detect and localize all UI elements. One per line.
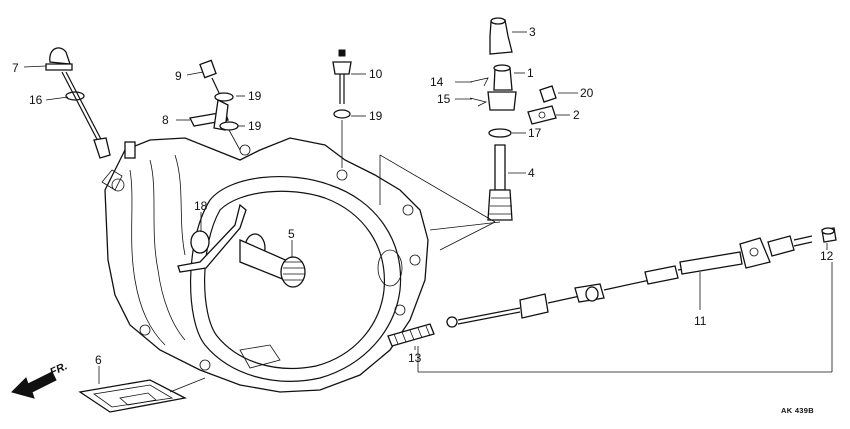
leader-lines	[23, 31, 828, 384]
cover-plate-6	[78, 377, 206, 413]
shift-cable-assembly	[387, 227, 837, 373]
callout-20: 20	[580, 86, 594, 100]
callout-4: 4	[528, 166, 535, 180]
callout-3: 3	[529, 25, 536, 39]
callout-5: 5	[288, 227, 295, 241]
callout-19b: 19	[248, 119, 262, 133]
callout-12: 12	[820, 249, 834, 263]
callout-19a: 19	[248, 89, 262, 103]
reference-lines	[379, 154, 496, 251]
callout-18: 18	[194, 199, 208, 213]
callout-8: 8	[162, 113, 169, 127]
callout-17: 17	[528, 126, 542, 140]
callout-11: 11	[694, 314, 707, 328]
callout-9: 9	[175, 69, 182, 83]
callout-labels: 7 16 9 19 8 19 18 5 6 10 19 3 1 14 15 20…	[12, 25, 834, 367]
seal-ring-18	[190, 230, 210, 254]
speed-sensor-10	[332, 49, 352, 168]
breather-pipe-assembly	[189, 59, 241, 151]
shift-lever	[177, 203, 247, 273]
callout-15: 15	[437, 92, 451, 106]
callout-14: 14	[430, 75, 444, 89]
diagram-code: AK 439B	[781, 406, 814, 415]
front-direction-label: FR.	[48, 360, 69, 378]
callout-1: 1	[527, 66, 534, 80]
front-direction-arrow: FR.	[11, 360, 69, 399]
callout-7: 7	[12, 61, 19, 75]
callout-19c: 19	[369, 109, 383, 123]
dipstick	[45, 47, 111, 159]
callout-6: 6	[95, 353, 102, 367]
callout-10: 10	[369, 67, 383, 81]
speedometer-gear-assembly	[429, 17, 557, 231]
callout-2: 2	[573, 108, 580, 122]
callout-16: 16	[29, 93, 43, 107]
callout-13: 13	[408, 351, 422, 365]
input-shaft	[239, 233, 306, 288]
